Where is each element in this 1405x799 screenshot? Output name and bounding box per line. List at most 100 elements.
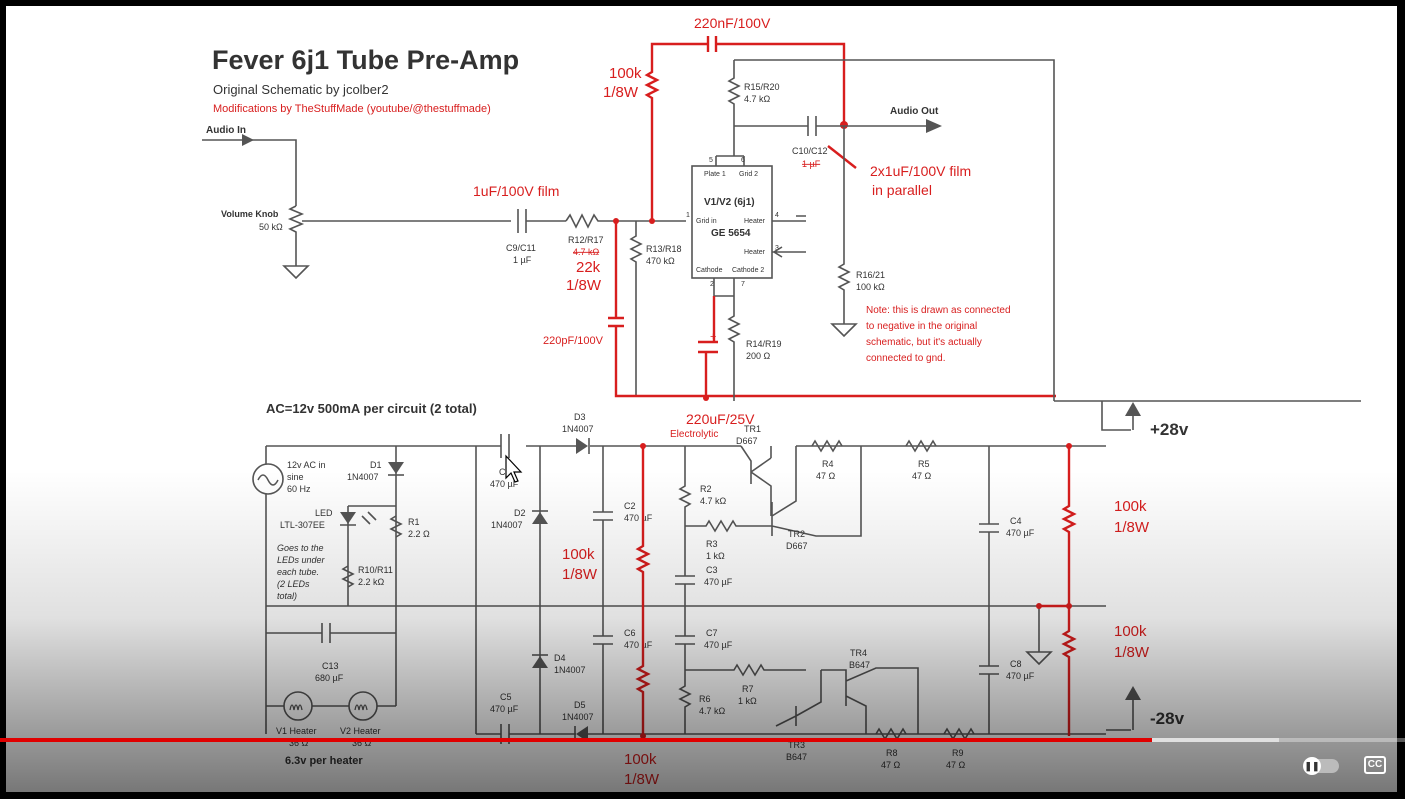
video-frame[interactable]: Fever 6j1 Tube Pre-Amp Original Schemati… [6,6,1397,792]
c3-value: 470 µF [704,577,733,587]
c8-label: C8 [1010,659,1022,669]
c6-label: C6 [624,628,636,638]
c6-value: 470 µF [624,640,653,650]
tube-grid2: Grid 2 [739,171,758,178]
autoplay-toggle[interactable]: ❚❚ [1303,757,1339,775]
captions-button[interactable]: CC [1364,756,1386,774]
c9-label: C9/C11 [506,243,536,253]
progress-bar[interactable] [0,738,1405,742]
audio-in-label: Audio In [206,125,246,136]
led-note-3: each tube. [277,567,319,577]
r14-label: R14/R19 [746,339,782,349]
tube-gridin: Grid in [696,218,717,225]
led-icon [340,512,356,524]
minus28-arrow-icon [1125,686,1141,700]
plus28-label: +28v [1150,420,1189,439]
r1-label: R1 [408,517,420,527]
r4-value: 47 Ω [816,471,836,481]
progress-played [0,738,1153,742]
led-label: LED [315,508,333,518]
r100k-a-value: 100k [562,546,595,563]
r12-value: 4.7 kΩ [573,247,600,257]
r100k-c-value: 100k [1114,498,1147,515]
c8-value: 470 µF [1006,671,1035,681]
src-freq: 60 Hz [287,484,311,494]
d4-value: 1N4007 [554,665,586,675]
volume-value: 50 kΩ [259,222,283,232]
r13-value: 470 kΩ [646,256,675,266]
d1-value: 1N4007 [347,472,379,482]
d2-label: D2 [514,508,526,518]
schematic-diagram: Fever 6j1 Tube Pre-Amp Original Schemati… [202,15,1361,788]
tr4-label: TR4 [850,648,867,658]
schematic-mods: Modifications by TheStuffMade (youtube/@… [213,103,491,115]
r15-value: 4.7 kΩ [744,94,771,104]
pin-4: 4 [775,212,779,219]
plus-sign: + [710,331,716,343]
c10-label: C10/C12 [792,146,828,156]
d2-value: 1N4007 [491,520,523,530]
v2-heater-label: V2 Heater [340,726,381,736]
elec-type: Electrolytic [670,429,718,440]
tr2-value: D667 [786,541,808,551]
d3-value: 1N4007 [562,424,594,434]
pin-2: 2 [710,281,714,288]
c2-value: 470 µF [624,513,653,523]
c7-value: 470 µF [704,640,733,650]
r3-value: 1 kΩ [706,551,725,561]
tube-body [691,165,773,279]
v2-heater-icon [348,691,378,721]
pin-3: 3 [775,245,779,252]
r100k-a-rating: 1/8W [562,566,598,583]
tube-plate: Plate 1 [704,171,726,178]
c13-value: 680 µF [315,673,344,683]
r100k-c-rating: 1/8W [1114,519,1150,536]
tube-cathode-2: Cathode 2 [732,267,764,274]
pause-icon: ❚❚ [1303,757,1321,775]
r7-label: R7 [742,684,754,694]
audio-in-arrow-icon [242,134,254,146]
r12-mod-rating: 1/8W [566,277,602,294]
ac-note: AC=12v 500mA per circuit (2 total) [266,401,477,416]
d1-label: D1 [370,460,382,470]
film1-note: 1uF/100V film [473,183,559,199]
r15-label: R15/R20 [744,82,780,92]
note-line-2: to negative in the original [866,321,977,332]
tr2-label: TR2 [788,529,805,539]
led-note-5: total) [277,591,297,601]
v1-heater-label: V1 Heater [276,726,317,736]
d5-label: D5 [574,700,586,710]
r6-value: 4.7 kΩ [699,706,726,716]
plus28-arrow-icon [1125,402,1141,416]
r5-value: 47 Ω [912,471,932,481]
d3-diode-icon [576,438,588,454]
pin-5: 5 [709,157,713,164]
r2-value: 4.7 kΩ [700,496,727,506]
audio-out-label: Audio Out [890,106,939,117]
c10-value: 1 µF [802,159,821,169]
top-res-value: 100k [609,65,642,82]
top-res-rating: 1/8W [603,84,639,101]
d1-diode-icon [388,462,404,474]
minus28-label: -28v [1150,709,1185,728]
r16-label: R16/21 [856,270,885,280]
tube-name: V1/V2 (6j1) [704,197,755,208]
d2-diode-icon [532,512,548,524]
tube-heater-2: Heater [744,249,766,256]
film2-note-2: in parallel [872,182,932,198]
d5-value: 1N4007 [562,712,594,722]
tr1-value: D667 [736,436,758,446]
c3-label: C3 [706,565,718,575]
schematic-subtitle: Original Schematic by jcolber2 [213,82,389,97]
c13-label: C13 [322,661,339,671]
volume-label: Volume Knob [221,209,279,219]
film2-note: 2x1uF/100V film [870,163,971,179]
tr1-label: TR1 [744,424,761,434]
elec-value: 220uF/25V [686,411,755,427]
c220p-note: 220pF/100V [543,335,604,347]
d3-label: D3 [574,412,586,422]
r4-label: R4 [822,459,834,469]
r1-value: 2.2 Ω [408,529,430,539]
c2-label: C2 [624,501,636,511]
